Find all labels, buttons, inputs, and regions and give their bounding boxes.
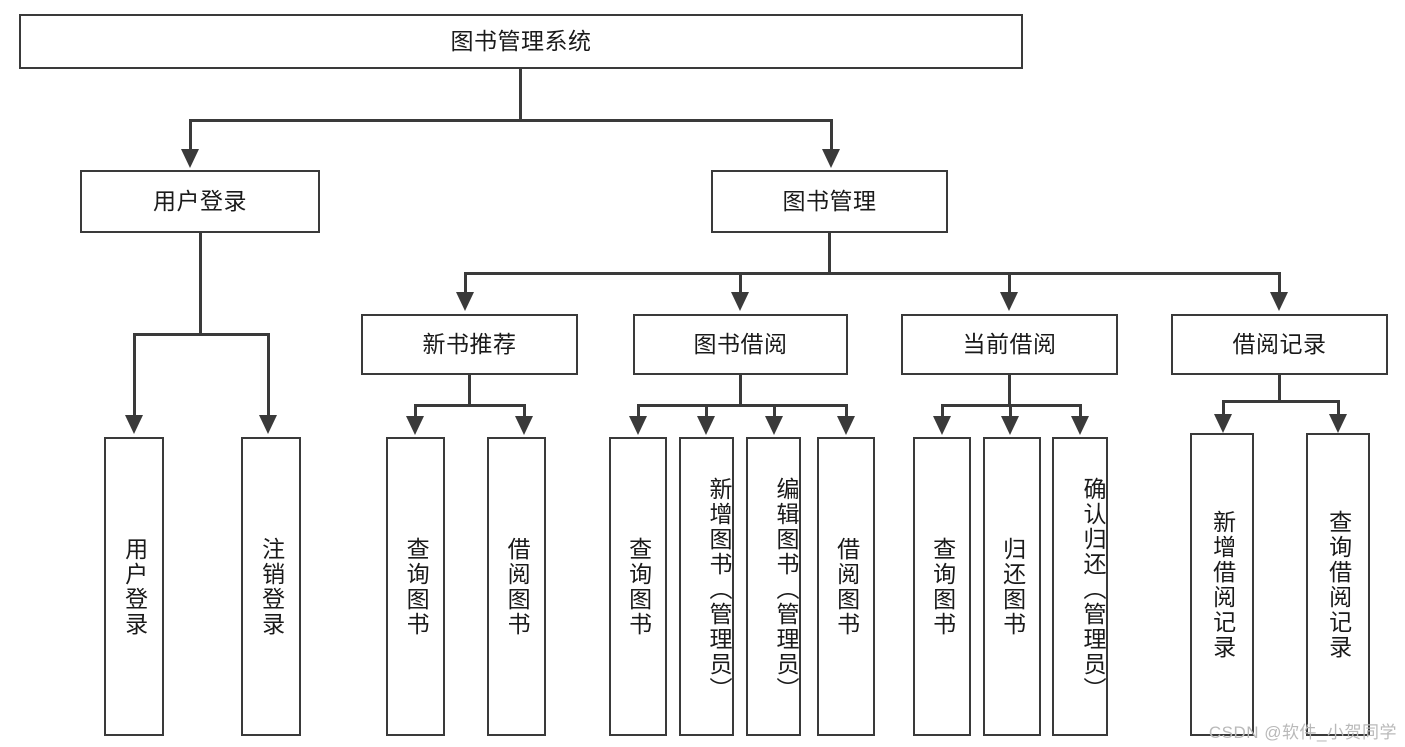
- edge-nbr-child-2: [523, 404, 526, 418]
- edge-root-to-book-management: [830, 119, 833, 151]
- leaf-new-book-borrow-book[interactable]: 借阅图书: [487, 437, 546, 736]
- edge-user-login-bus: [133, 333, 270, 336]
- arrow-bb-child-3: [765, 416, 783, 435]
- arrow-to-user-login: [181, 149, 199, 168]
- arrow-bm-child-4: [1270, 292, 1288, 311]
- node-book-management[interactable]: 图书管理: [711, 170, 948, 233]
- node-book-borrow[interactable]: 图书借阅: [633, 314, 848, 375]
- edge-bb-child-1: [637, 404, 640, 418]
- leaf-borrow-record-query-record[interactable]: 查询借阅记录: [1306, 433, 1370, 736]
- leaf-user-login-login[interactable]: 用户登录: [104, 437, 164, 736]
- arrow-bb-child-4: [837, 416, 855, 435]
- edge-br-child-2: [1337, 400, 1340, 416]
- edge-bb-stem: [739, 375, 742, 407]
- arrow-user-login-child-1: [125, 415, 143, 434]
- arrow-bb-child-1: [629, 416, 647, 435]
- edge-root-to-user-login: [189, 119, 192, 151]
- edge-br-stem: [1278, 375, 1281, 403]
- edge-bb-bus: [637, 404, 848, 407]
- leaf-borrow-record-add-record[interactable]: 新增借阅记录: [1190, 433, 1254, 736]
- leaf-new-book-query-book[interactable]: 查询图书: [386, 437, 445, 736]
- edge-bb-child-4: [845, 404, 848, 418]
- arrow-bm-child-3: [1000, 292, 1018, 311]
- edge-nbr-child-1: [414, 404, 417, 418]
- edge-user-login-child-2: [267, 333, 270, 417]
- edge-cb-child-3: [1079, 404, 1082, 418]
- edge-br-child-1: [1222, 400, 1225, 416]
- edge-bb-child-3: [773, 404, 776, 418]
- edge-cb-stem: [1008, 375, 1011, 407]
- edge-user-login-stem: [199, 233, 202, 336]
- leaf-book-borrow-edit-book-admin[interactable]: 编辑图书（管理员）: [746, 437, 801, 736]
- node-borrow-record[interactable]: 借阅记录: [1171, 314, 1388, 375]
- edge-book-management-bus: [464, 272, 1281, 275]
- csdn-watermark: CSDN @软件_小贺同学: [1208, 723, 1397, 742]
- leaf-book-borrow-query-book[interactable]: 查询图书: [609, 437, 667, 736]
- arrow-cb-child-3: [1071, 416, 1089, 435]
- edge-br-bus: [1222, 400, 1340, 403]
- leaf-current-borrow-confirm-return-admin[interactable]: 确认归还（管理员）: [1052, 437, 1108, 736]
- edge-root-bus: [189, 119, 833, 122]
- leaf-book-borrow-borrow-book[interactable]: 借阅图书: [817, 437, 875, 736]
- arrow-cb-child-2: [1001, 416, 1019, 435]
- arrow-br-child-1: [1214, 414, 1232, 433]
- arrow-cb-child-1: [933, 416, 951, 435]
- node-root-book-management-system[interactable]: 图书管理系统: [19, 14, 1023, 69]
- edge-nbr-stem: [468, 375, 471, 407]
- edge-cb-child-1: [941, 404, 944, 418]
- leaf-user-login-logout[interactable]: 注销登录: [241, 437, 301, 736]
- edge-book-management-stem: [828, 233, 831, 275]
- edge-user-login-child-1: [133, 333, 136, 417]
- edge-bb-child-2: [705, 404, 708, 418]
- edge-bm-child-3: [1008, 272, 1011, 294]
- edge-nbr-bus: [414, 404, 526, 407]
- arrow-to-book-management: [822, 149, 840, 168]
- arrow-bm-child-2: [731, 292, 749, 311]
- arrow-br-child-2: [1329, 414, 1347, 433]
- edge-bm-child-1: [464, 272, 467, 294]
- arrow-nbr-child-2: [515, 416, 533, 435]
- arrow-user-login-child-2: [259, 415, 277, 434]
- leaf-book-borrow-add-book-admin[interactable]: 新增图书（管理员）: [679, 437, 734, 736]
- arrow-bb-child-2: [697, 416, 715, 435]
- edge-bm-child-2: [739, 272, 742, 294]
- node-user-login[interactable]: 用户登录: [80, 170, 320, 233]
- edge-bm-child-4: [1278, 272, 1281, 294]
- edge-root-stem: [519, 69, 522, 121]
- node-current-borrow[interactable]: 当前借阅: [901, 314, 1118, 375]
- arrow-nbr-child-1: [406, 416, 424, 435]
- edge-cb-child-2: [1009, 404, 1012, 418]
- leaf-current-borrow-query-book[interactable]: 查询图书: [913, 437, 971, 736]
- arrow-bm-child-1: [456, 292, 474, 311]
- node-new-book-recommend[interactable]: 新书推荐: [361, 314, 578, 375]
- leaf-current-borrow-return-book[interactable]: 归还图书: [983, 437, 1041, 736]
